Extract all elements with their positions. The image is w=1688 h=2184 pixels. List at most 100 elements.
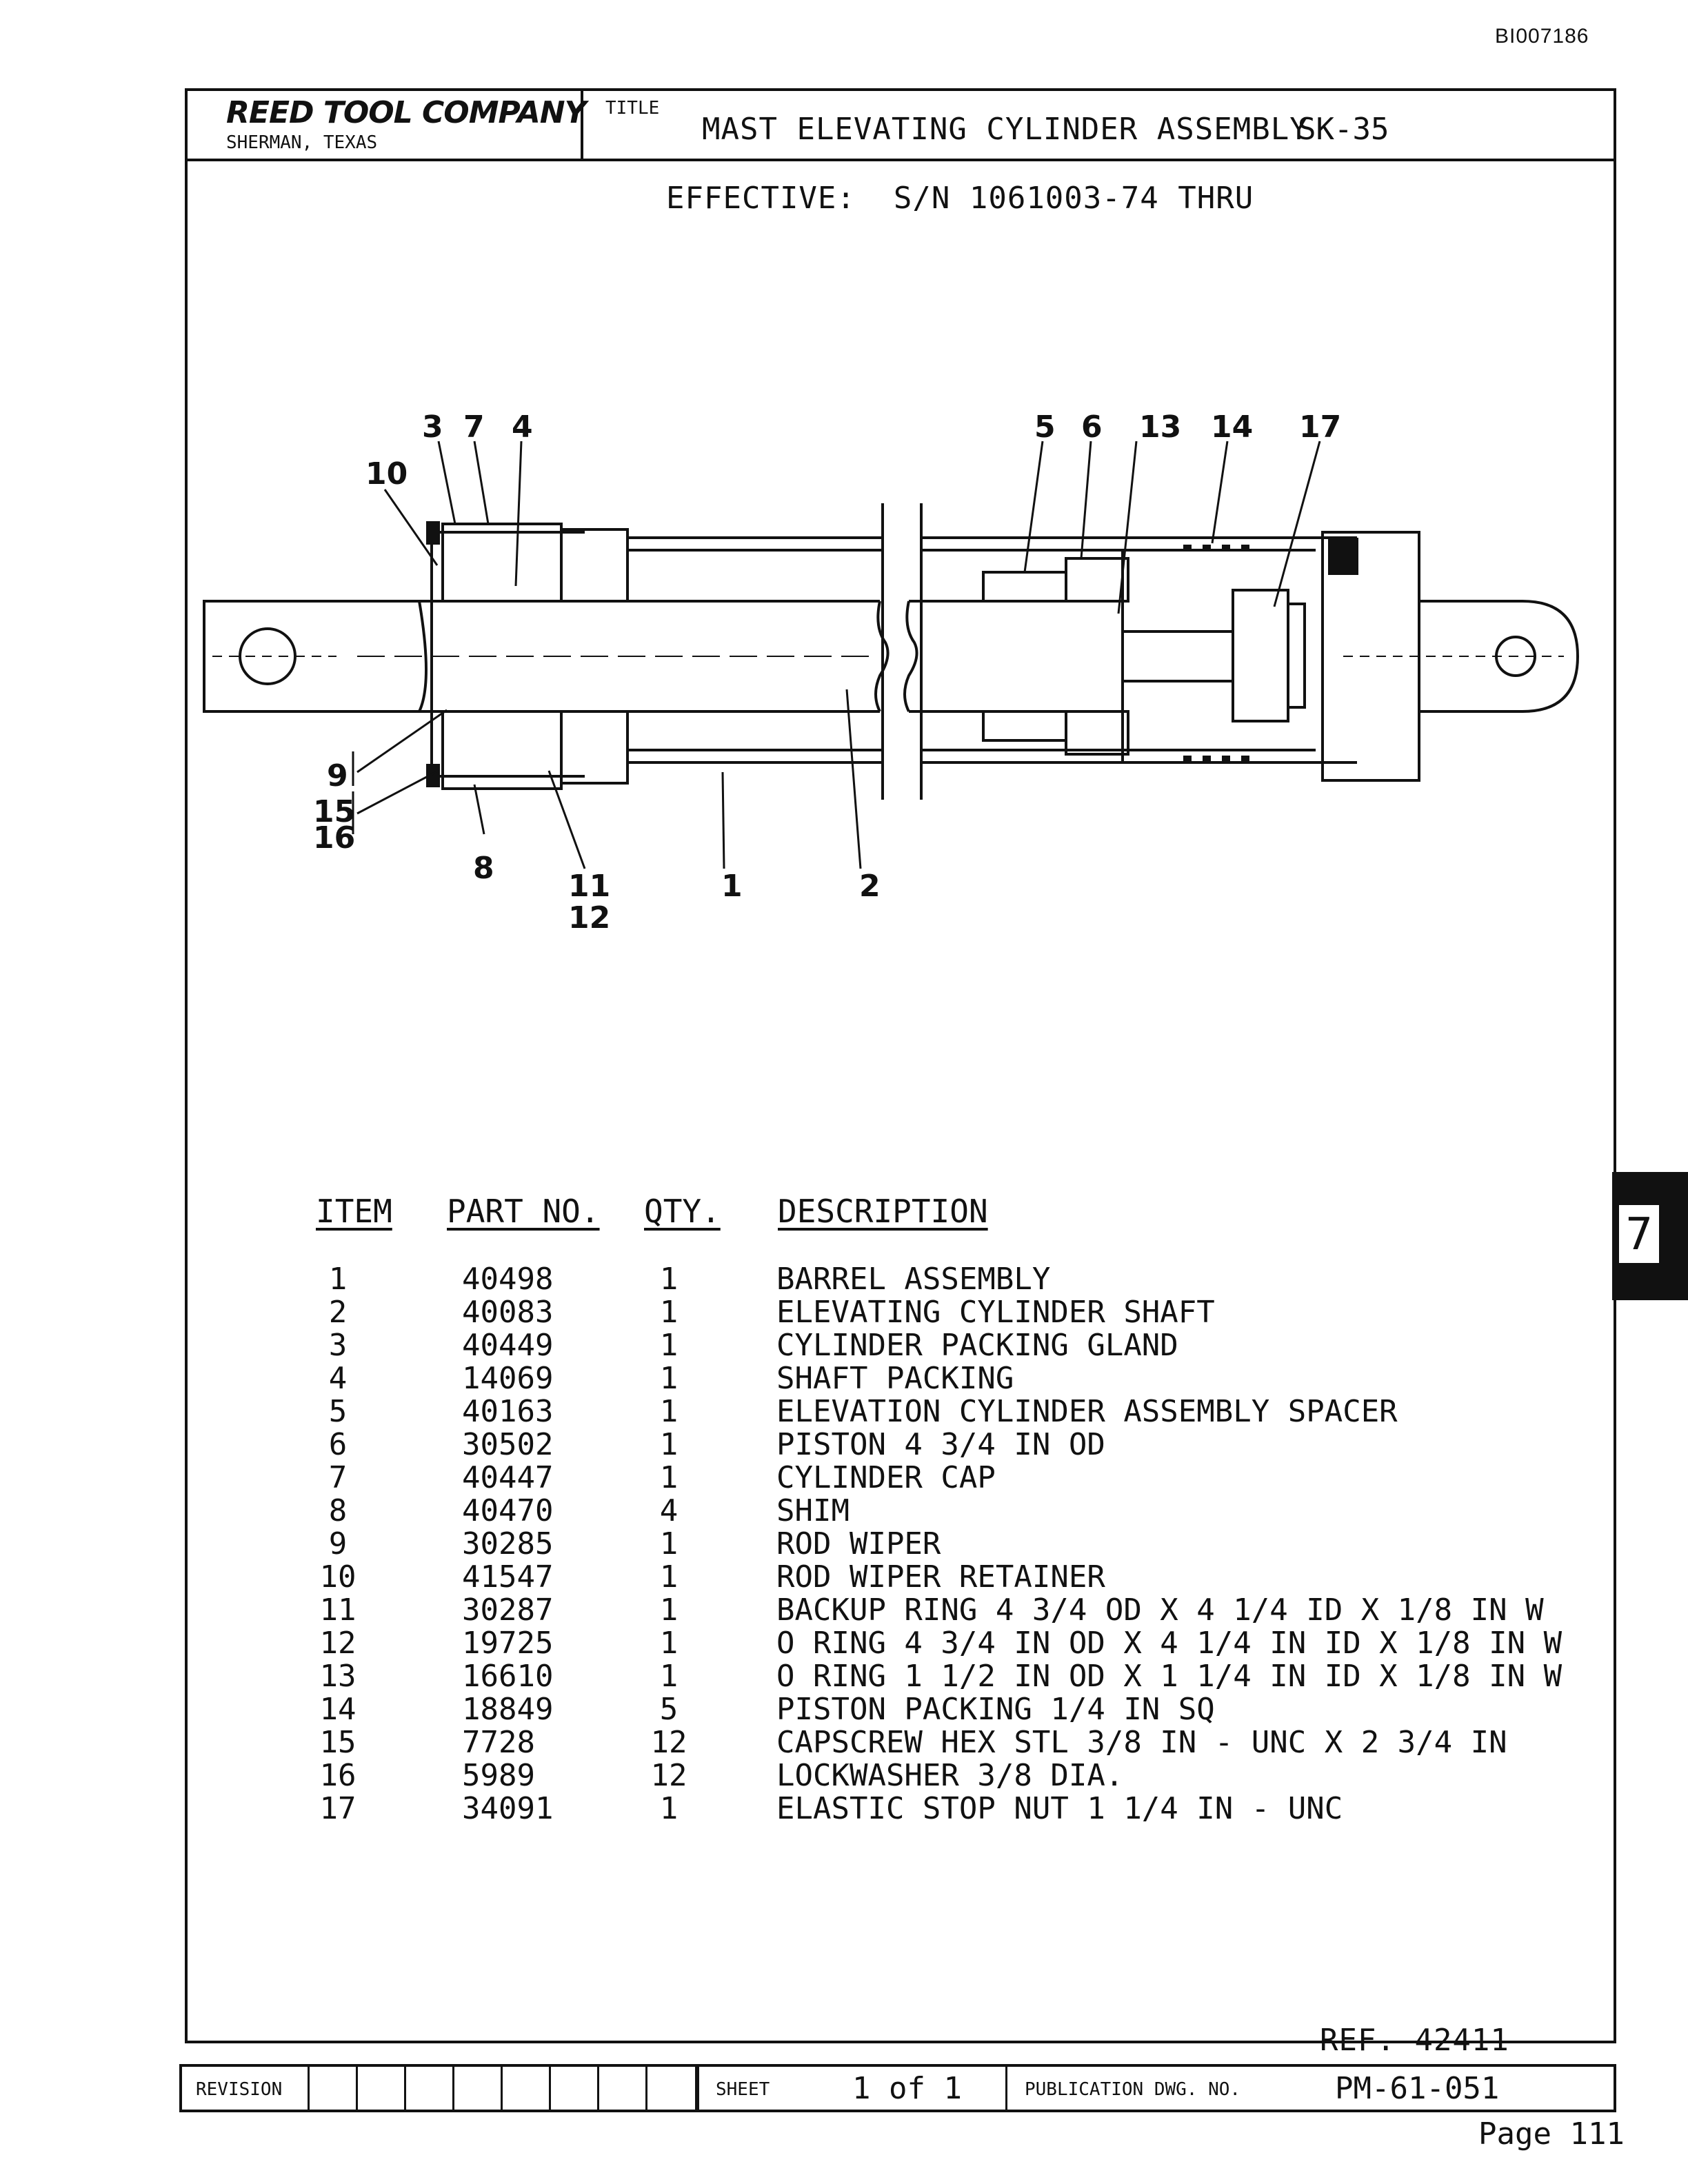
table-row: 12 19725 1 O RING 4 3/4 IN OD X 4 1/4 IN ID… (303, 1626, 1563, 1661)
quantity: 1 (659, 1427, 679, 1462)
callout-16: 16 (313, 820, 355, 856)
item-number: 13 (319, 1659, 356, 1694)
title-block-separator (581, 88, 583, 160)
packing-gland (441, 523, 563, 603)
description: CAPSCREW HEX STL 3/8 IN - UNC X 2 3/4 IN (776, 1725, 1507, 1760)
callout-1: 1 (721, 869, 743, 904)
table-row: 15 7728 12 CAPSCREW HEX STL 3/8 IN - UNC X … (303, 1726, 1545, 1759)
section-tab-number: 7 (1618, 1204, 1660, 1264)
part-number: 18849 (462, 1692, 554, 1727)
column-header-qty: QTY. (644, 1193, 721, 1230)
revision-cell-divider (645, 2067, 647, 2110)
column-header-description: DESCRIPTION (778, 1193, 988, 1230)
description: O RING 1 1/2 IN OD X 1 1/4 IN ID X 1/8 I… (776, 1659, 1563, 1694)
revision-cell-divider (404, 2067, 406, 2110)
page-number: Page 111 (1478, 2116, 1625, 2152)
part-number: 5989 (462, 1758, 535, 1793)
callout-8: 8 (473, 851, 494, 886)
description: PISTON PACKING 1/4 IN SQ (776, 1692, 1215, 1727)
effective-serial: EFFECTIVE: S/N 1061003-74 THRU (666, 181, 1254, 216)
part-number: 16610 (462, 1659, 554, 1694)
revision-cell-divider (597, 2067, 599, 2110)
revision-cell-divider (308, 2067, 310, 2110)
stop-nut (1232, 589, 1289, 722)
revision-label: REVISION (196, 2079, 283, 2100)
part-number: 40470 (462, 1493, 554, 1528)
section-tab: 7 (1612, 1172, 1688, 1300)
quantity: 5 (659, 1692, 679, 1727)
item-number: 14 (319, 1692, 356, 1727)
revision-cell-divider (452, 2067, 454, 2110)
title-label: TITLE (605, 98, 660, 119)
table-row: 6 30502 1 PISTON 4 3/4 IN OD (303, 1428, 1545, 1462)
description: ELEVATING CYLINDER SHAFT (776, 1295, 1215, 1330)
column-header-part-no: PART NO. (447, 1193, 600, 1230)
callout-9: 9 (327, 758, 348, 793)
right-rod-end (1522, 600, 1580, 713)
quantity: 1 (659, 1328, 679, 1363)
sheet-label: SHEET (716, 2079, 770, 2100)
callout-5: 5 (1034, 410, 1056, 445)
publication-label: PUBLICATION DWG. NO. (1025, 2079, 1241, 2100)
part-number: 7728 (462, 1725, 535, 1760)
item-number: 11 (319, 1593, 356, 1628)
part-number: 40447 (462, 1460, 554, 1495)
description: SHIM (776, 1493, 850, 1528)
callout-2: 2 (859, 869, 881, 904)
item-number: 1 (328, 1262, 348, 1297)
description: PISTON 4 3/4 IN OD (776, 1427, 1105, 1462)
document-title: MAST ELEVATING CYLINDER ASSEMBLY (702, 112, 1309, 147)
part-number: 41547 (462, 1559, 554, 1595)
part-number: 40498 (462, 1262, 554, 1297)
table-row: 1 40498 1 BARREL ASSEMBLY (303, 1263, 1545, 1296)
part-number: 40083 (462, 1295, 554, 1330)
description: CYLINDER CAP (776, 1460, 996, 1495)
quantity: 12 (650, 1725, 687, 1760)
publication-cell-divider (1005, 2067, 1007, 2110)
company-location: SHERMAN, TEXAS (226, 132, 378, 153)
quantity: 1 (659, 1460, 679, 1495)
item-number: 3 (328, 1328, 348, 1363)
footer-block: REVISION SHEET 1 of 1 PUBLICATION DWG. N… (179, 2064, 1616, 2112)
callout-7: 7 (463, 410, 485, 445)
callout-15: 15 (313, 794, 355, 829)
quantity: 1 (659, 1626, 679, 1661)
quantity: 1 (659, 1559, 679, 1595)
description: BACKUP RING 4 3/4 OD X 4 1/4 ID X 1/8 IN… (776, 1593, 1544, 1628)
callout-14: 14 (1211, 410, 1253, 445)
item-number: 7 (328, 1460, 348, 1495)
item-number: 12 (319, 1626, 356, 1661)
quantity: 1 (659, 1262, 679, 1297)
part-number: 30502 (462, 1427, 554, 1462)
quantity: 1 (659, 1593, 679, 1628)
publication-number: PM-61-051 (1335, 2071, 1500, 2106)
quantity: 1 (659, 1361, 679, 1396)
part-number: 30285 (462, 1526, 554, 1561)
quantity: 12 (650, 1758, 687, 1793)
part-number: 19725 (462, 1626, 554, 1661)
revision-cell-divider (549, 2067, 551, 2110)
revision-cell-divider (356, 2067, 358, 2110)
callout-3: 3 (422, 410, 443, 445)
column-header-item: ITEM (316, 1193, 392, 1230)
part-number: 34091 (462, 1791, 554, 1826)
item-number: 6 (328, 1427, 348, 1462)
reference-number: REF. 42411 (1320, 2023, 1509, 2058)
drawing-frame (185, 88, 1616, 2043)
quantity: 1 (659, 1791, 679, 1826)
description: O RING 4 3/4 IN OD X 4 1/4 IN ID X 1/8 I… (776, 1626, 1563, 1661)
description: ELASTIC STOP NUT 1 1/4 IN - UNC (776, 1791, 1343, 1826)
item-number: 16 (319, 1758, 356, 1793)
sheet-value: 1 of 1 (852, 2071, 962, 2106)
description: BARREL ASSEMBLY (776, 1262, 1051, 1297)
quantity: 1 (659, 1394, 679, 1429)
item-number: 15 (319, 1725, 356, 1760)
